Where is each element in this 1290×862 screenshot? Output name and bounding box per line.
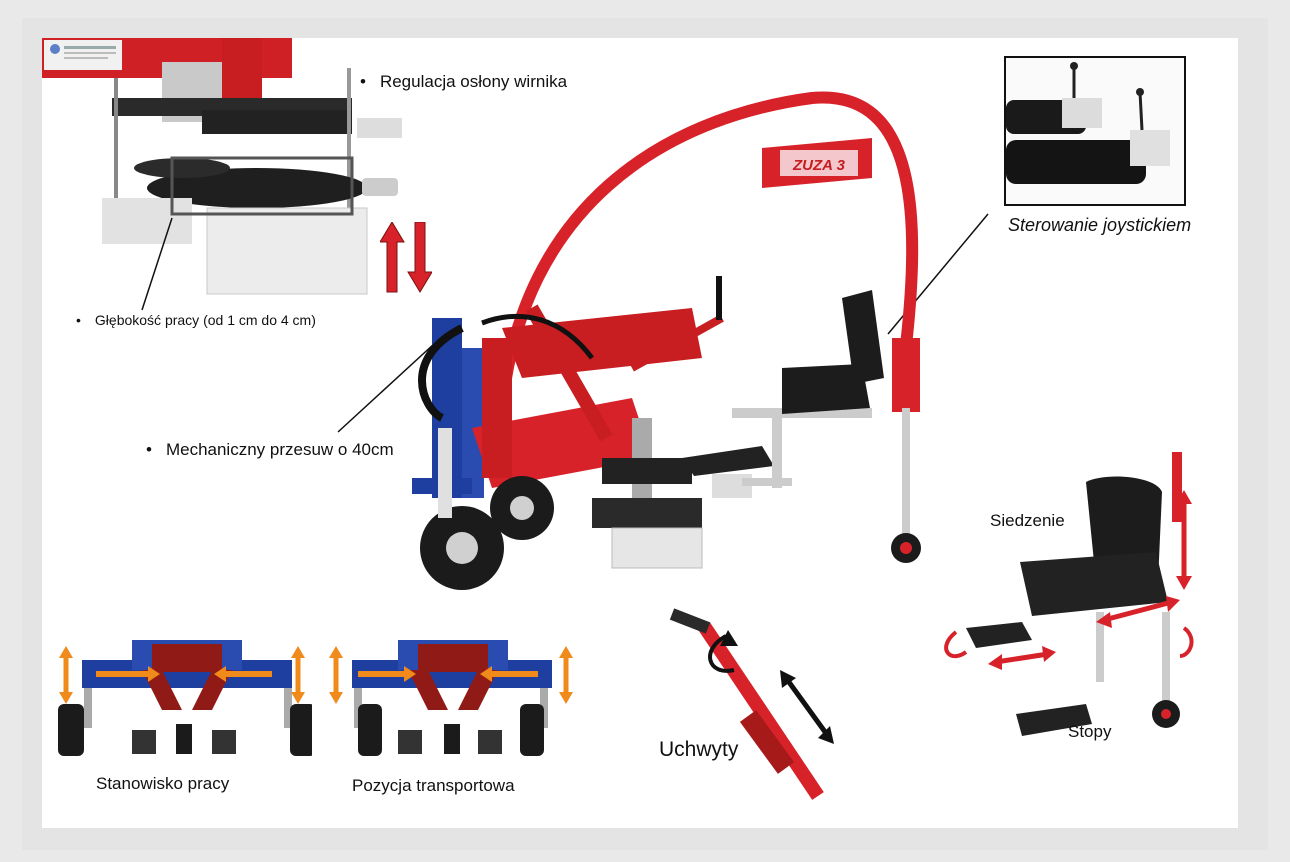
feet-label: Stopy [1068,722,1112,741]
transport-position-diagram [329,640,573,756]
shift-label: Mechaniczny przesuw o 40cm [146,440,394,460]
machine-illustration: ZUZA 3 [412,91,921,590]
transport-position-label: Pozycja transportowa [352,776,515,795]
rotor-guard-label: Regulacja osłony wirnika [360,72,567,92]
handles-detail-photo [669,608,834,800]
joystick-label: Sterowanie joystickiem [1008,215,1192,235]
red-up-down-arrows-icon [380,222,432,293]
seat-label: Siedzenie [990,511,1065,530]
depth-label: Głębokość pracy (od 1 cm do 4 cm) [76,312,316,328]
frame-badge: ZUZA 3 [792,157,846,174]
seat-detail-photo [944,452,1194,736]
handles-label: Uchwyty [659,738,739,761]
joystick-inset-photo [1004,56,1186,206]
product-infographic: Regulacja osłony wirnika Głębokość pracy… [42,38,1238,828]
rotor-assembly-photo [42,38,402,295]
work-position-label: Stanowisko pracy [96,774,230,793]
work-position-diagram [58,640,312,756]
